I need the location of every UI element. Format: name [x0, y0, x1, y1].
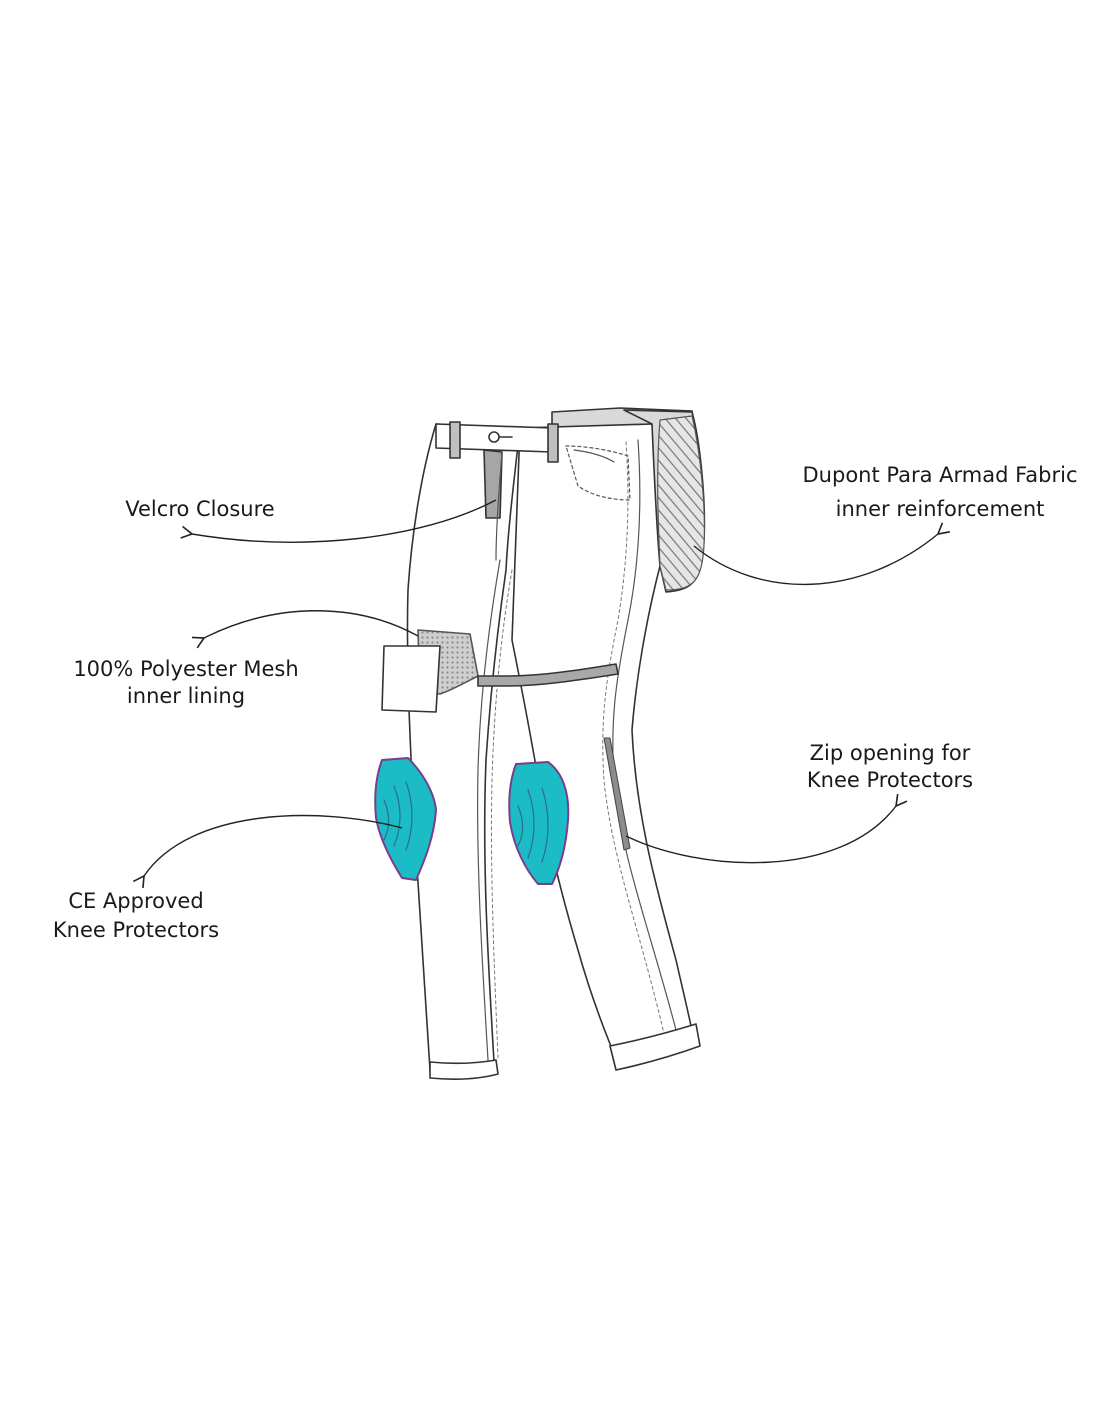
callout-arrows: [132, 499, 950, 889]
arrow-mesh: [191, 610, 419, 649]
left-leg-seam-2: [490, 569, 513, 1059]
inner-strap: [477, 663, 619, 687]
fly-seam: [495, 451, 503, 561]
callout-mesh-line-1: 100% Polyester Mesh: [73, 657, 299, 681]
lining-flap: [381, 645, 441, 713]
callout-ce-line-1: CE Approved: [68, 889, 204, 913]
knee-protector-right: [508, 761, 570, 885]
arrow-velcro: [180, 499, 497, 543]
callout-dupont-reinforcement: Dupont Para Armad Fabric inner reinforce…: [790, 462, 1090, 523]
knee-protector-right-ridges: [517, 787, 549, 863]
callout-dupont-line-2: inner reinforcement: [835, 497, 1045, 521]
velcro-patch: [483, 449, 503, 519]
right-leg-seam-2: [602, 441, 665, 1035]
callout-velcro-closure: Velcro Closure: [100, 496, 300, 523]
callout-mesh-line-2: inner lining: [126, 684, 246, 708]
left-leg-outline: [406, 423, 521, 1071]
belt-loop-mid: [547, 423, 559, 463]
arrow-zip: [625, 793, 908, 864]
callout-ce-knee-protectors: CE Approved Knee Protectors: [36, 888, 236, 944]
coin-pocket: [573, 449, 615, 463]
callout-velcro-line-1: Velcro Closure: [125, 497, 275, 521]
right-cuff: [609, 1023, 701, 1071]
zip-opening: [603, 737, 631, 851]
front-pocket: [565, 445, 631, 501]
left-cuff: [429, 1059, 499, 1080]
callout-zip-line-2: Knee Protectors: [806, 768, 974, 792]
callout-mesh-lining: 100% Polyester Mesh inner lining: [56, 656, 316, 710]
knee-protector-left-ridges: [383, 781, 413, 851]
reinforcement-hatching: [657, 415, 705, 591]
callout-zip-opening: Zip opening for Knee Protectors: [780, 740, 1000, 794]
belt-loop-left: [449, 421, 461, 459]
left-leg-seam: [477, 559, 501, 1061]
arrow-ce: [132, 814, 403, 889]
knee-protector-left: [374, 757, 437, 881]
right-leg-seam: [612, 439, 677, 1031]
arrow-dupont: [693, 522, 950, 586]
callout-ce-line-2: Knee Protectors: [52, 918, 220, 942]
waist-button: [488, 431, 500, 443]
pants-illustration: [374, 407, 706, 1080]
callout-zip-line-1: Zip opening for: [809, 741, 971, 765]
callout-dupont-line-1: Dupont Para Armad Fabric: [802, 463, 1078, 487]
